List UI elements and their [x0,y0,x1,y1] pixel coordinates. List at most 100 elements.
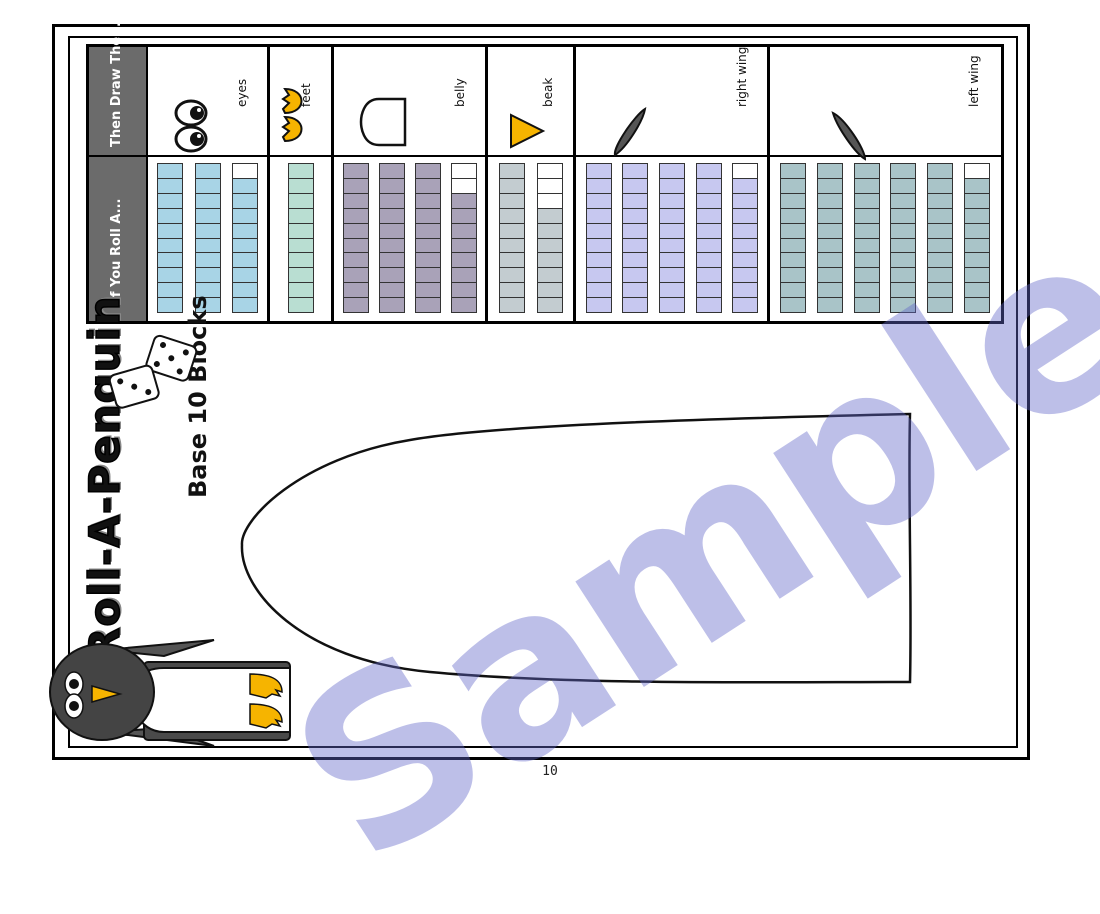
base-ten-unit [452,178,476,194]
base-ten-unit [733,208,758,224]
base-ten-unit [623,164,648,179]
base-ten-unit [660,253,684,269]
base-ten-unit [416,223,440,239]
base-ten-unit [965,223,990,239]
base-ten-unit [232,164,257,179]
base-ten-unit [928,298,953,313]
base-ten-unit [623,283,648,299]
part-label-belly: belly [453,78,467,107]
base-ten-unit [289,298,313,313]
base-ten-unit [623,193,648,209]
base-ten-unit [586,178,611,194]
base-ten-unit [696,298,721,313]
base-ten-unit [232,238,257,254]
base-ten-rod [816,163,843,313]
base-ten-unit [232,253,257,269]
base-ten-unit [195,283,220,299]
base-ten-unit [733,298,758,313]
base-ten-unit [965,283,990,299]
base-ten-unit [780,193,805,209]
base-ten-unit [416,178,440,194]
base-ten-unit [733,178,758,194]
base-ten-unit [380,283,404,299]
base-ten-unit [500,208,524,224]
base-ten-unit [623,268,648,284]
base-ten-unit [586,298,611,313]
base-ten-unit [928,283,953,299]
base-ten-unit [733,268,758,284]
base-ten-unit [452,283,476,299]
base-ten-unit [891,193,916,209]
base-ten-unit [500,193,524,209]
base-ten-unit [380,178,404,194]
base-ten-unit [195,193,220,209]
base-ten-unit [965,193,990,209]
base-ten-unit [344,208,368,224]
base-ten-unit [696,164,721,179]
base-ten-unit [232,268,257,284]
base-ten-unit [289,223,313,239]
base-ten-unit [158,253,183,269]
base-ten-rod [695,163,722,313]
base-ten-unit [928,268,953,284]
base-ten-rod [499,163,525,313]
base-ten-unit [289,193,313,209]
base-ten-unit [416,283,440,299]
base-ten-unit [660,283,684,299]
dice-icon [108,334,198,409]
base-ten-unit [660,208,684,224]
base-ten-unit [380,164,404,179]
base-ten-unit [538,164,562,179]
base-ten-unit [660,238,684,254]
wing-icon [831,111,867,161]
base-ten-rod [379,163,405,313]
base-ten-unit [696,283,721,299]
base-ten-unit [817,178,842,194]
page-border-outer [52,24,1030,760]
base-ten-unit [232,178,257,194]
base-ten-unit [158,298,183,313]
base-ten-unit [500,164,524,179]
base-ten-unit [733,193,758,209]
base-ten-unit [344,298,368,313]
base-ten-unit [232,193,257,209]
base-ten-unit [965,238,990,254]
base-ten-unit [195,164,220,179]
base-ten-unit [817,253,842,269]
penguin-icon [49,639,291,747]
base-ten-unit [780,268,805,284]
base-ten-unit [780,238,805,254]
base-ten-unit [817,193,842,209]
base-ten-unit [158,238,183,254]
header-draw: Then Draw The... [109,22,124,147]
base-ten-unit [696,268,721,284]
base-ten-unit [733,238,758,254]
base-ten-rod [537,163,563,313]
base-ten-unit [891,268,916,284]
base-ten-unit [500,178,524,194]
base-ten-unit [780,208,805,224]
base-ten-unit [195,238,220,254]
feet-icon [281,87,303,143]
base-ten-unit [380,238,404,254]
base-ten-unit [586,268,611,284]
base-ten-unit [452,238,476,254]
base-ten-unit [928,253,953,269]
base-ten-unit [965,178,990,194]
base-ten-unit [380,268,404,284]
base-ten-unit [928,164,953,179]
base-ten-unit [660,178,684,194]
base-ten-unit [660,268,684,284]
base-ten-unit [891,208,916,224]
base-ten-unit [452,193,476,209]
base-ten-unit [416,253,440,269]
base-ten-unit [733,223,758,239]
base-ten-unit [416,208,440,224]
base-ten-unit [452,268,476,284]
base-ten-unit [289,268,313,284]
base-ten-unit [660,164,684,179]
base-ten-unit [158,223,183,239]
base-ten-unit [289,283,313,299]
base-ten-unit [623,178,648,194]
base-ten-unit [500,268,524,284]
